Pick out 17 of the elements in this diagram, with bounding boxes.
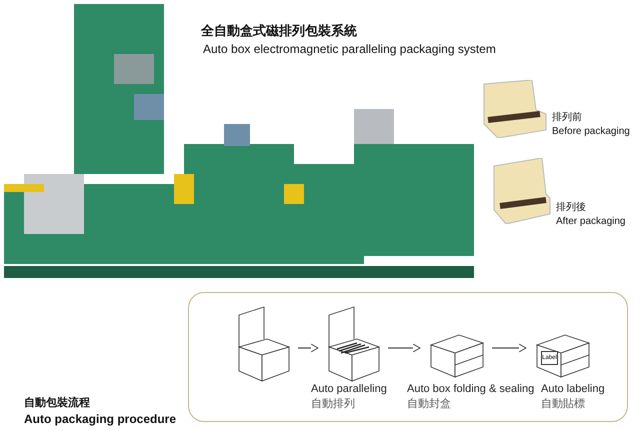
step-caption: Auto paralleling bbox=[311, 382, 387, 397]
arrow bbox=[492, 344, 526, 352]
step-caption: 自動貼標 bbox=[541, 397, 585, 412]
caption-text: 排列前 bbox=[552, 110, 582, 125]
section-heading: 自動包裝流程 bbox=[24, 396, 90, 411]
caption-text: 排列後 bbox=[556, 200, 586, 215]
caption-text: Before packaging bbox=[552, 125, 630, 139]
caption-text: After packaging bbox=[556, 215, 626, 229]
step-caption: 自動封盒 bbox=[407, 397, 451, 412]
arrow bbox=[388, 344, 420, 352]
step-caption: 自動排列 bbox=[311, 397, 355, 412]
arrow bbox=[298, 344, 318, 352]
section-heading: Auto packaging procedure bbox=[24, 411, 176, 428]
step-caption: Auto labeling bbox=[541, 382, 605, 397]
process-panel bbox=[188, 292, 628, 422]
step-caption: Auto box folding & sealing bbox=[407, 382, 534, 397]
diagram-title: 全自動盒式磁排列包裝系統 bbox=[201, 22, 357, 40]
